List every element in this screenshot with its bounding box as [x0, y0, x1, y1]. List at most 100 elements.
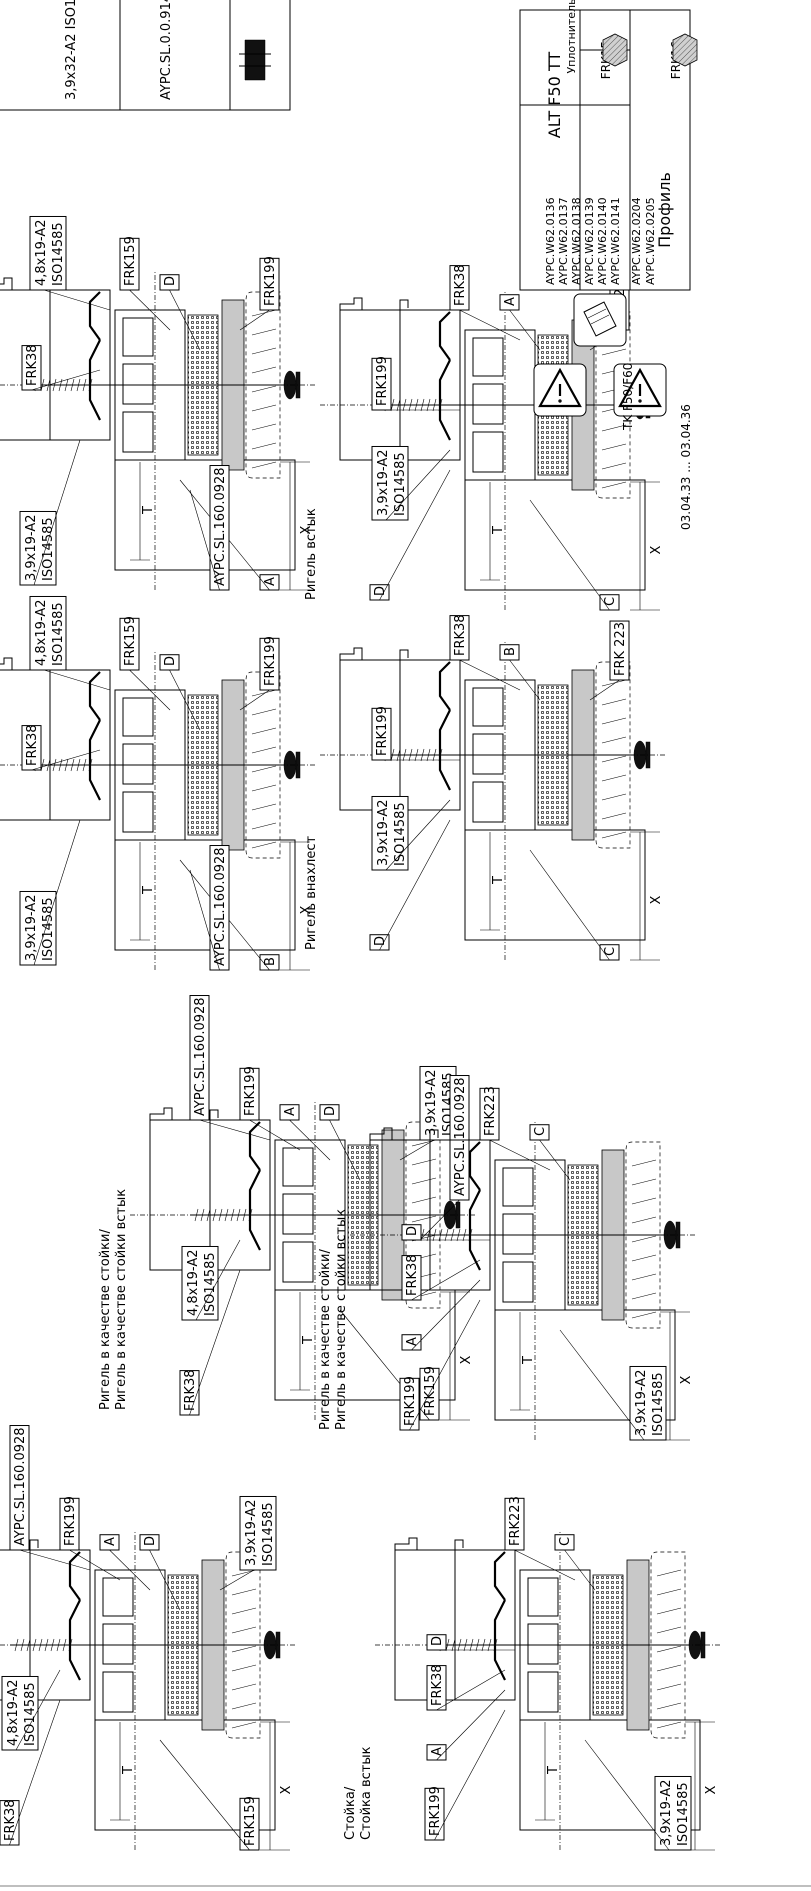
profile-code: AYPC.W62.0141 [609, 197, 622, 285]
callout-screw-line1: 3,9x19-A2 [376, 800, 391, 866]
leader-line [489, 1139, 551, 1171]
detail-top_right_2: Ригель встыкXT3,9x19-A2ISO14585FRK384,8x… [0, 215, 315, 591]
gasket [493, 1599, 506, 1681]
lip [429, 1129, 439, 1144]
gasket [68, 1551, 81, 1601]
profile-section [0, 270, 315, 591]
profile-section [0, 650, 315, 971]
gasket [438, 311, 451, 361]
callout-d: D [430, 1636, 445, 1646]
cap-teeth [601, 755, 627, 763]
dimension-X: X [279, 1785, 294, 1794]
lip [209, 1109, 219, 1124]
leader-line [559, 1329, 645, 1441]
callout-c: C [533, 1127, 548, 1136]
cover-cap [625, 1141, 661, 1329]
leader-line [239, 689, 270, 711]
leader-line [31, 749, 101, 771]
cap-teeth [656, 1626, 682, 1634]
seal-icon-shape [602, 33, 628, 67]
leader-line [219, 1569, 255, 1591]
leader-line [199, 1119, 271, 1141]
leader-line [159, 1739, 250, 1851]
callout-frk223: FRK223 [483, 1086, 498, 1136]
callout-frk38: FRK38 [25, 344, 40, 386]
callout-aypcsl1600928: AYPC.SL.160.0928 [453, 1077, 468, 1196]
dimension-X: X [649, 895, 664, 904]
screw-thread [194, 1208, 199, 1222]
dimension-X: X [649, 545, 664, 554]
callout-a: A [263, 577, 278, 586]
dimension-T: T [521, 1356, 536, 1365]
screw-thread [456, 1228, 461, 1242]
partial-table-frame [0, 0, 291, 111]
gasket [248, 1121, 261, 1171]
cap-teeth [411, 1215, 437, 1223]
leader-line [43, 669, 111, 691]
leader-line [189, 1269, 241, 1416]
leader-line [195, 1239, 241, 1321]
cap-teeth [231, 1702, 257, 1710]
dimension-X: X [299, 525, 314, 534]
leader-line [529, 499, 610, 611]
callout-d: D [405, 1226, 420, 1236]
leader-line [189, 869, 220, 971]
callout-aypcsl1600928: AYPC.SL.160.0928 [193, 997, 208, 1116]
profile-header: Профиль [655, 172, 674, 248]
profile-code: AYPC.W62.0140 [596, 197, 609, 285]
drawing-codes: 03.04.33 ... 03.04.36 [679, 404, 693, 530]
leader-line [169, 669, 201, 731]
cap-teeth [231, 1664, 257, 1672]
cap-teeth [251, 385, 277, 393]
cover-cap [405, 1121, 441, 1309]
chamber [502, 1213, 534, 1255]
series-title: ALT F50 TT [545, 52, 564, 139]
callout-aypcsl1600928: AYPC.SL.160.0928 [213, 467, 228, 586]
leader-line [379, 469, 451, 601]
callout-frk38: FRK38 [3, 1799, 18, 1841]
callout-a: A [405, 1337, 420, 1346]
cap-teeth [601, 424, 627, 432]
leader-line [385, 799, 451, 871]
cap-teeth [601, 698, 627, 706]
cap-teeth [631, 1235, 657, 1243]
dimension-T: T [301, 1336, 316, 1345]
callout-screw-line1: 3,9x19-A2 [659, 1780, 674, 1846]
cap-teeth [251, 423, 277, 431]
screw-thread [44, 1638, 49, 1652]
screw-thread [426, 1228, 431, 1242]
glass-unit [114, 839, 296, 951]
callout-screw-frame [1, 1675, 39, 1751]
callout-screw-frame [371, 795, 409, 871]
manual-icon [573, 293, 627, 347]
cap-teeth [656, 1702, 682, 1710]
callout-aypcsl1600928: AYPC.SL.160.0928 [13, 1427, 28, 1546]
screw-thread [206, 1208, 211, 1222]
profile-code: AYPC.W62.0136 [544, 197, 557, 285]
cap-teeth [601, 736, 627, 744]
callout-frk159: FRK159 [123, 236, 138, 286]
lip [0, 657, 13, 670]
cap-teeth [251, 727, 277, 735]
callout-frk199: FRK199 [263, 636, 278, 686]
screw-thread [414, 398, 419, 412]
leader-line [169, 289, 201, 351]
warning-icon-2 [613, 363, 667, 417]
leader-line [509, 659, 541, 701]
cap-teeth [601, 443, 627, 451]
cap-teeth [631, 1273, 657, 1281]
cap-teeth [251, 803, 277, 811]
cap-teeth [656, 1569, 682, 1577]
cap-teeth [601, 774, 627, 782]
callout-a: A [103, 1537, 118, 1546]
leader-line [189, 489, 220, 591]
leader-line [33, 439, 81, 586]
cap-teeth [231, 1683, 257, 1691]
chamber [472, 383, 504, 425]
callout-screw-line1: 3,9x19-A2 [24, 895, 39, 961]
leader-line [436, 1689, 506, 1761]
cap-teeth [631, 1216, 657, 1224]
